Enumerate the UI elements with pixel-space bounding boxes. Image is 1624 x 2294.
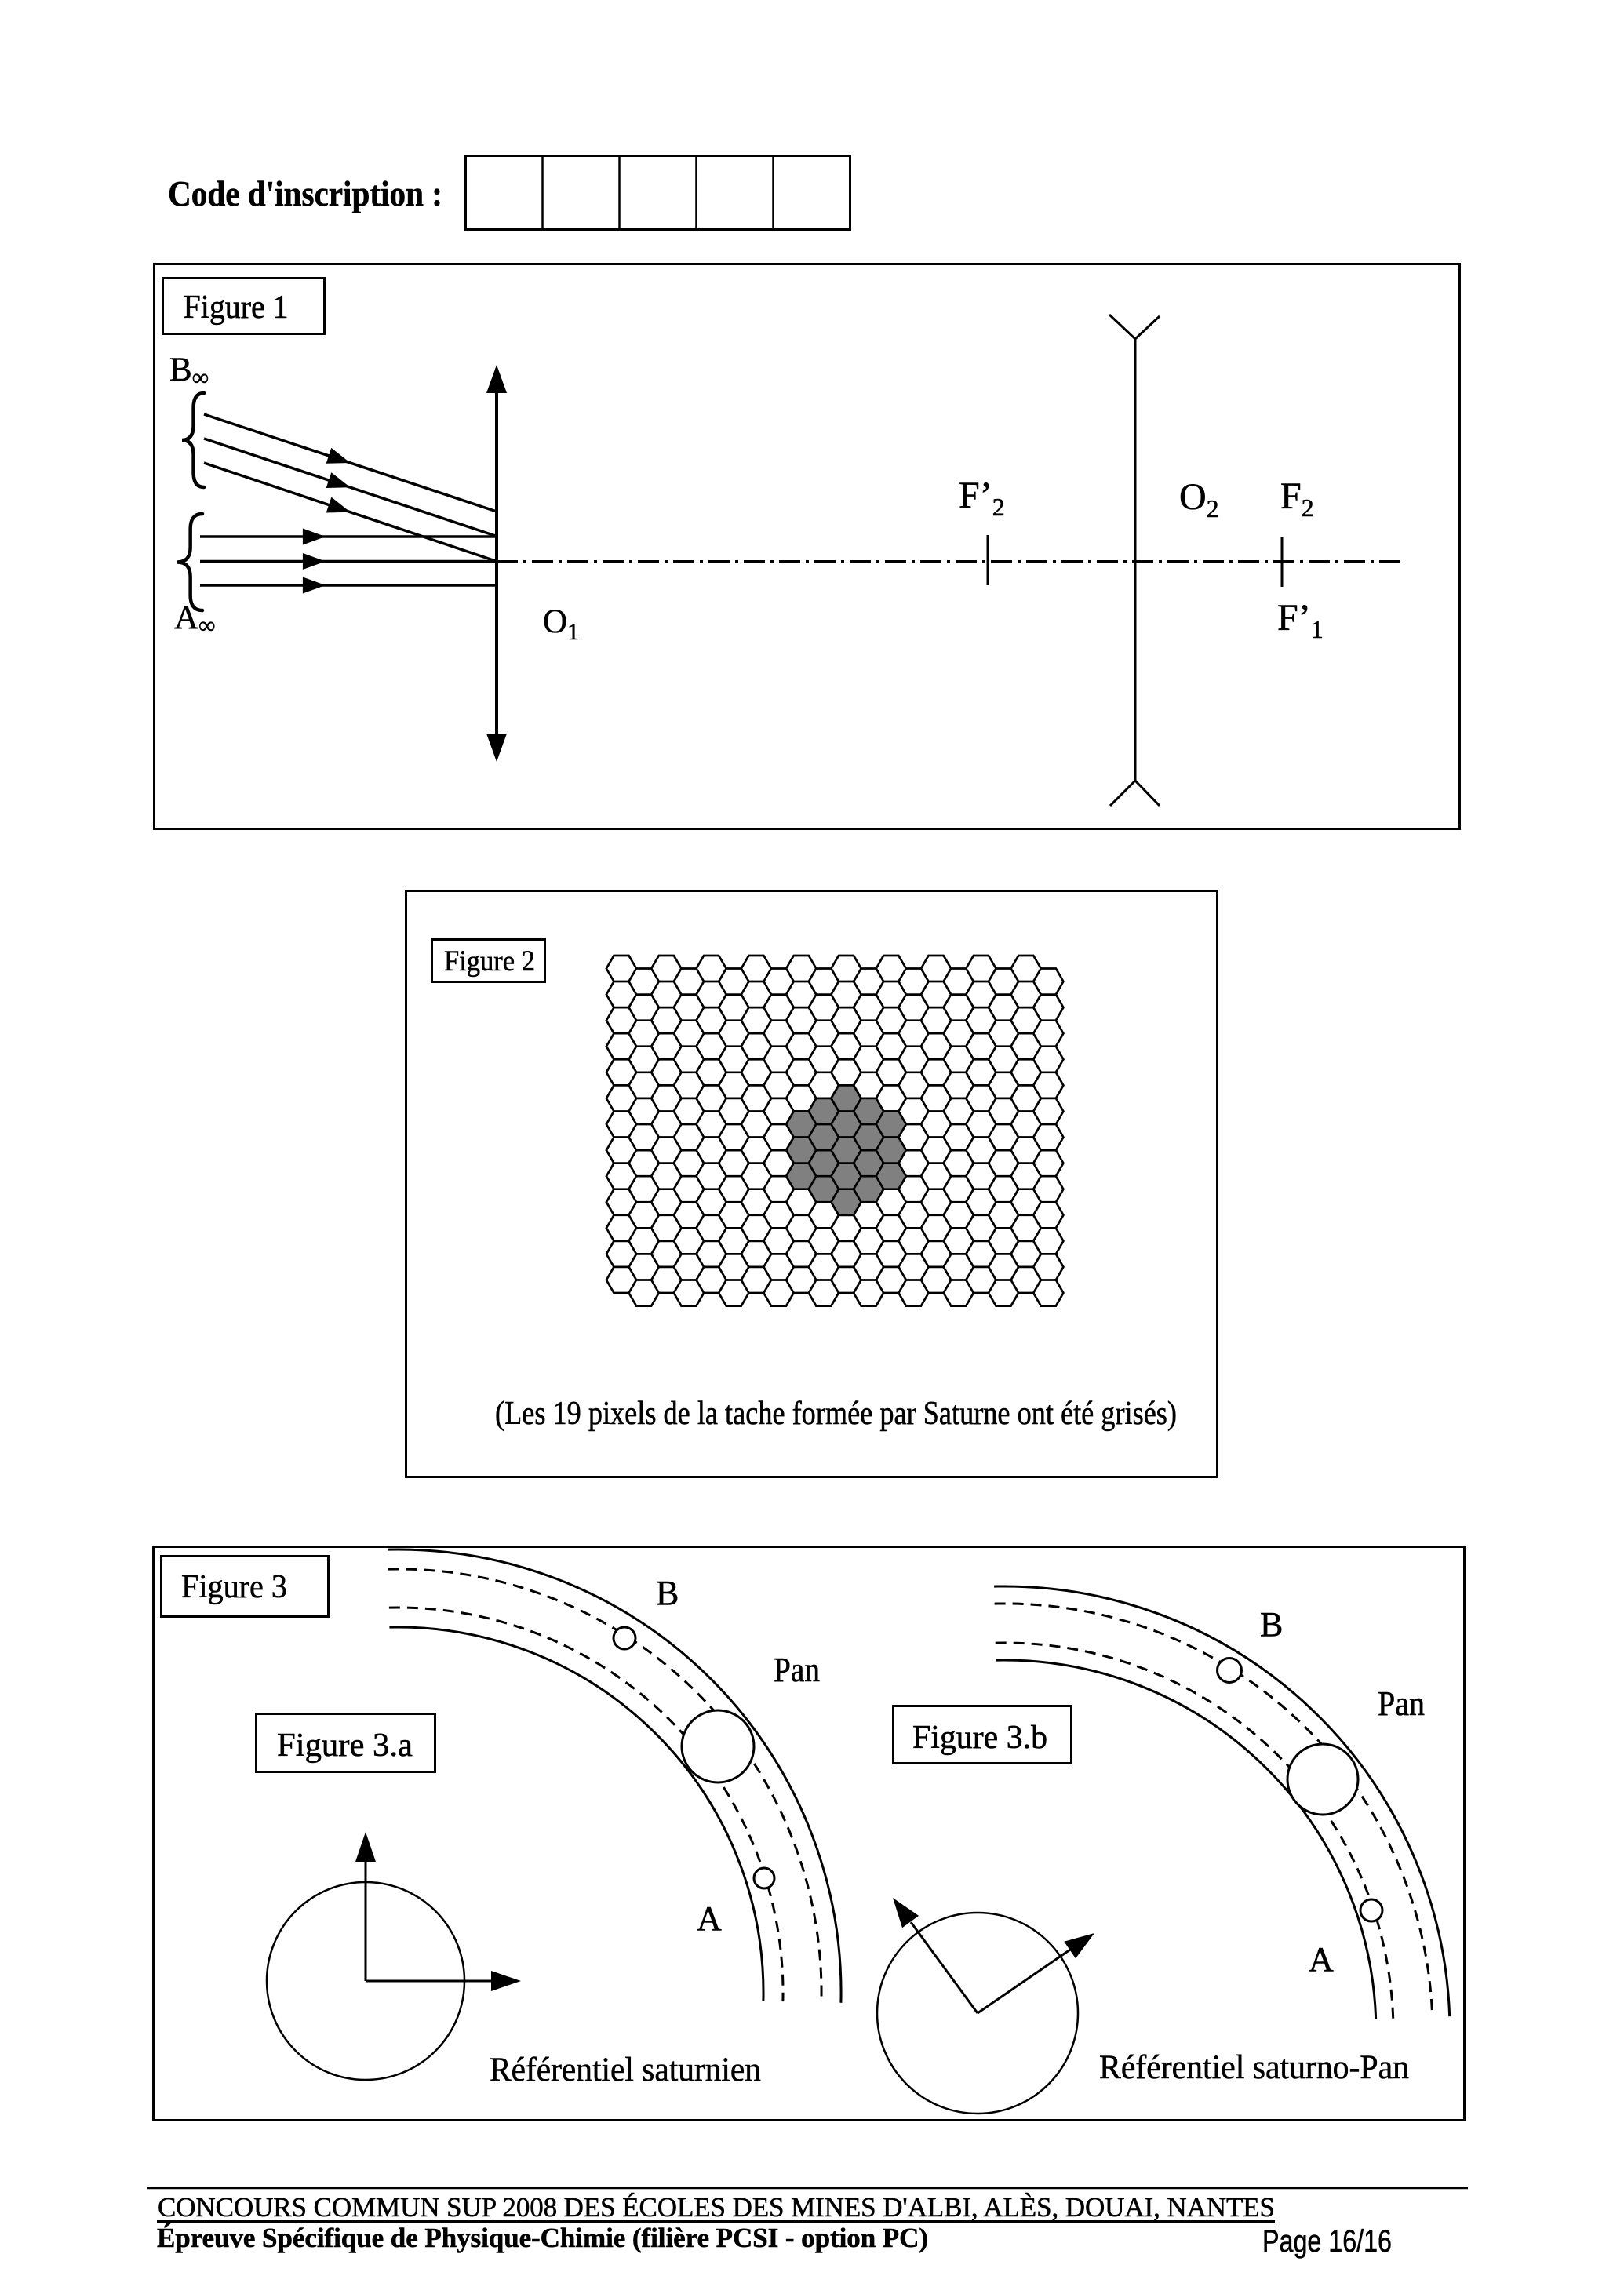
- svg-text:Figure 3.b: Figure 3.b: [912, 1719, 1047, 1756]
- svg-text:A∞: A∞: [174, 599, 215, 639]
- svg-text:B: B: [656, 1574, 679, 1612]
- svg-text:Pan: Pan: [1378, 1684, 1425, 1723]
- svg-text:Référentiel saturnien: Référentiel saturnien: [490, 2052, 761, 2088]
- svg-text:Épreuve Spécifique de Physique: Épreuve Spécifique de Physique-Chimie (f…: [157, 2223, 928, 2253]
- svg-text:Pan: Pan: [774, 1651, 820, 1689]
- svg-text:Référentiel saturno-Pan: Référentiel saturno-Pan: [1099, 2049, 1409, 2086]
- svg-text:B∞: B∞: [169, 351, 209, 391]
- svg-text:Figure 2: Figure 2: [444, 945, 535, 978]
- svg-text:Figure 3.a: Figure 3.a: [277, 1727, 413, 1764]
- svg-text:CONCOURS COMMUN SUP 2008 DES É: CONCOURS COMMUN SUP 2008 DES ÉCOLES DES …: [158, 2192, 1275, 2223]
- svg-text:Figure 3: Figure 3: [181, 1568, 287, 1605]
- svg-text:F2: F2: [1280, 475, 1314, 522]
- svg-text:O2: O2: [1179, 476, 1219, 523]
- svg-text:Page 16/16: Page 16/16: [1262, 2224, 1392, 2259]
- svg-text:Figure 1: Figure 1: [184, 289, 289, 326]
- svg-text:A: A: [1309, 1940, 1334, 1979]
- svg-text:F’1: F’1: [1277, 597, 1324, 643]
- svg-text:B: B: [1260, 1605, 1283, 1644]
- svg-text:Code d'inscription :: Code d'inscription :: [168, 173, 442, 213]
- svg-text:A: A: [697, 1899, 722, 1938]
- svg-text:(Les 19 pixels de la tache for: (Les 19 pixels de la tache formée par Sa…: [495, 1395, 1177, 1432]
- svg-text:O1: O1: [543, 603, 579, 645]
- svg-text:F’2: F’2: [959, 475, 1005, 521]
